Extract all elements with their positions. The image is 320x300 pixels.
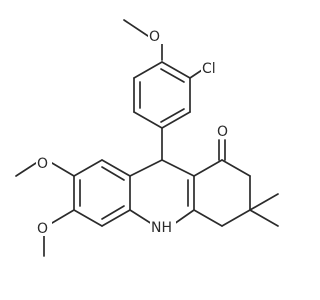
- bond-cl: [189, 69, 203, 79]
- bond-ring-b-double3: [101, 205, 125, 220]
- bond-methyl-right1: [249, 193, 279, 211]
- atom-o-methoxy-lower: O: [37, 221, 48, 237]
- bond-right-nh: [173, 209, 195, 225]
- bond-ring-b2: [73, 159, 103, 177]
- atom-o-methoxy-upper: O: [37, 156, 48, 172]
- bond-ring-b4: [73, 209, 103, 227]
- bonds: [15, 19, 279, 257]
- bond-ring-a-double1: [160, 68, 185, 83]
- bond-ring-b-double1: [101, 166, 125, 181]
- bond-ring-o-upper: [51, 162, 75, 177]
- bond-ring-c1: [193, 159, 223, 177]
- bond-methyl-right2: [249, 209, 279, 227]
- molecule-structure: O Cl O O O NH: [15, 19, 279, 257]
- bond-ring-c2: [221, 159, 251, 177]
- bond-methyl-o-top: [123, 19, 149, 37]
- atom-o-top-methoxy: O: [149, 29, 160, 45]
- bond-ring-a-double2: [160, 108, 185, 123]
- bond-left-nh: [129, 209, 153, 225]
- bond-ring-c5: [193, 209, 223, 227]
- bond-ring-o-lower: [51, 209, 75, 224]
- atom-cl: Cl: [202, 61, 216, 77]
- bond-ring-a1: [161, 61, 191, 79]
- bond-center-right: [161, 159, 195, 177]
- atom-o-ketone: O: [217, 124, 228, 140]
- bond-ring-a4: [133, 111, 163, 129]
- bond-ring-b1: [101, 159, 131, 177]
- atom-nh: NH: [151, 220, 172, 236]
- bond-ring-a3: [161, 111, 191, 129]
- bond-ring-c4: [221, 209, 251, 227]
- bond-ring-b5: [101, 209, 131, 227]
- bond-o-methyl-upper: [15, 162, 37, 177]
- bond-ring-a6: [133, 61, 163, 79]
- atom-labels: O Cl O O O NH: [36, 28, 232, 237]
- bond-center-left: [129, 159, 163, 177]
